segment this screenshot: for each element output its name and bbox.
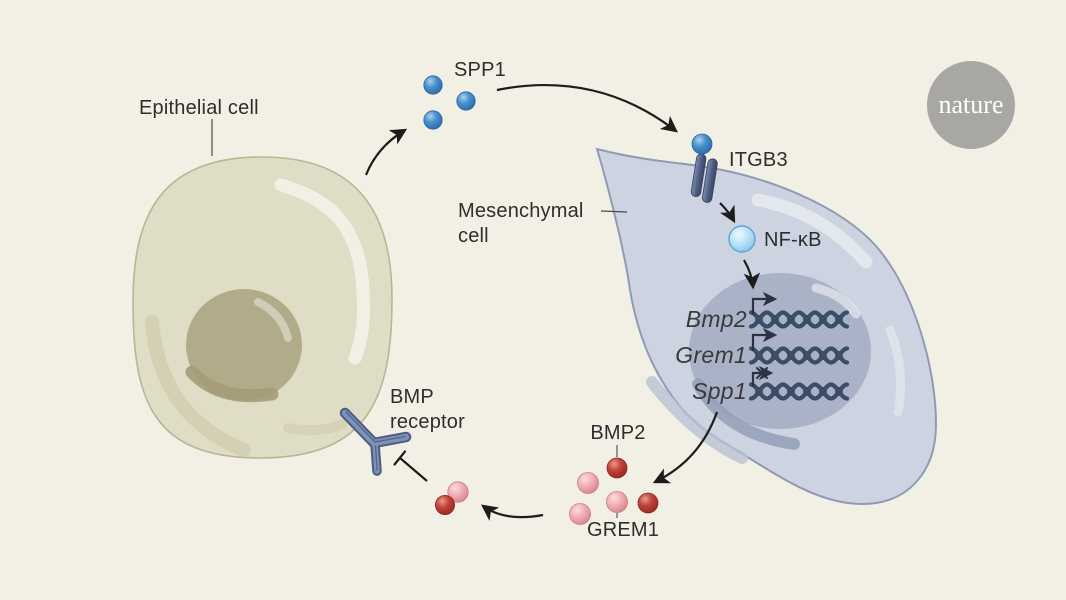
complex-formation-arrow	[480, 504, 544, 521]
grem1-bmp2-complex	[434, 481, 469, 515]
spp1-to-itgb3-arrow	[496, 84, 678, 133]
grem1-label: GREM1	[586, 519, 660, 541]
transcription-arrow-bmp2	[751, 291, 778, 315]
bmp-receptor-label: BMP receptor	[390, 386, 465, 433]
gene-label-spp1: Spp1	[692, 378, 747, 404]
gene-label-bmp2: Bmp2	[685, 306, 747, 332]
mesenchymal-label-leader-line	[600, 210, 628, 213]
inhibition-arrow	[393, 450, 428, 482]
nfkb-label: NF-κB	[764, 229, 822, 251]
bmp2-label: BMP2	[590, 422, 646, 444]
secretion-arrow-spp1	[364, 128, 408, 176]
blocked-transcription-spp1	[751, 365, 774, 387]
mesenchymal-cell-label: Mesenchymal cell	[458, 200, 584, 247]
epithelial-nucleus	[185, 289, 302, 403]
secretion-arrow-bmp2-grem1	[652, 411, 719, 484]
epithelial-cell-shape	[132, 156, 393, 459]
bmp-receptor-icon	[339, 407, 412, 476]
grem1-molecules	[569, 472, 628, 525]
nature-logo	[927, 61, 1015, 149]
epithelial-cell-label: Epithelial cell	[139, 97, 259, 119]
spp1-molecules	[423, 75, 476, 130]
itgb3-label: ITGB3	[729, 149, 788, 171]
bmp2-molecules	[606, 457, 659, 514]
transcription-arrow-grem1	[751, 327, 778, 351]
nature-logo-text: nature	[938, 90, 1004, 119]
itgb3-to-nfkb-arrow	[719, 202, 736, 224]
nfkb-to-nucleus-arrow	[743, 259, 761, 290]
gene-label-grem1: Grem1	[675, 342, 747, 368]
itgb3-receptor-icon	[690, 133, 718, 203]
nfkb-molecule	[728, 225, 756, 253]
spp1-label: SPP1	[454, 59, 506, 81]
